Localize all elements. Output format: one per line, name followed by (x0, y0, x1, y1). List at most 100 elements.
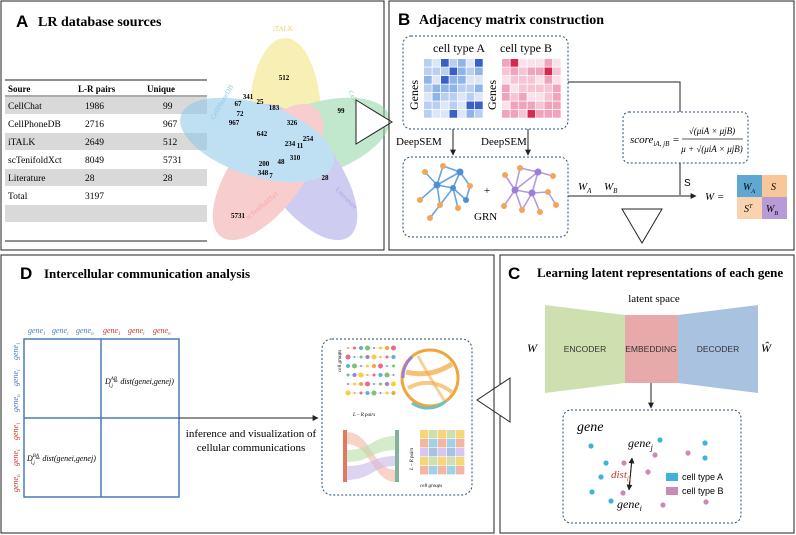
embedding-block (625, 315, 678, 383)
heat-cell (429, 439, 438, 448)
gene-point-type-b (703, 499, 709, 505)
score-denominator: μ + √(μiA × μjB) (680, 144, 742, 154)
heat-cell (424, 67, 432, 76)
heat-cell (502, 59, 510, 67)
legend-swatch-b (666, 487, 678, 495)
panel-b: B Adjacency matrix construction cell typ… (388, 0, 795, 251)
dot-mark (345, 390, 351, 396)
dot-mark (372, 373, 376, 377)
gene-point-type-a (657, 437, 663, 443)
legend-label-a: cell type A (682, 472, 723, 482)
heatmap-cell-type-b (502, 59, 561, 118)
panel-a-title: LR database sources (38, 15, 162, 30)
heat-cell (502, 84, 510, 93)
venn-count: 5731 (231, 212, 246, 220)
heat-cell (456, 430, 465, 439)
dot-mark (385, 346, 389, 350)
dot-mark (353, 392, 356, 394)
cell-groups-axis: cell groups (338, 350, 343, 372)
table-cell: 2716 (85, 120, 104, 130)
grn-box (402, 156, 569, 238)
heat-cell (475, 76, 483, 84)
table-cell: 28 (85, 174, 95, 184)
heat-cell (510, 67, 519, 76)
matrix-col-label: genen (153, 326, 171, 337)
heat-cell (502, 67, 510, 76)
heat-cell (553, 110, 561, 118)
heat-cell (544, 84, 553, 93)
gene-point-type-a (702, 455, 708, 461)
dot-mark (384, 372, 390, 378)
heat-cell (553, 84, 561, 93)
table-cell: 967 (163, 120, 178, 130)
row-bg (5, 133, 207, 150)
network-node (534, 168, 542, 176)
heat-cell (519, 93, 527, 101)
dot-mark (391, 381, 396, 387)
venn-count: 310 (290, 154, 301, 162)
panel-d-title: Intercellular communication analysis (44, 266, 250, 281)
dot-mark (385, 382, 389, 386)
heat-cell (458, 93, 466, 101)
table-cell: 5731 (163, 156, 182, 166)
table-cell: 8049 (85, 156, 104, 166)
heat-cell (420, 439, 429, 448)
matrix-row-label: genen (11, 474, 22, 492)
dot-mark (391, 345, 396, 351)
heat-cell (510, 93, 519, 101)
dot-mark (391, 355, 396, 359)
panel-c-title: Learning latent representations of each … (537, 265, 783, 280)
heat-cell (502, 76, 510, 84)
matrix-box (402, 35, 569, 130)
matrix-row-label: genei (11, 369, 22, 386)
heat-cell (544, 67, 553, 76)
network-edge (436, 171, 461, 186)
network-edge (419, 184, 438, 201)
dot-mark (359, 382, 363, 386)
s-label: S (684, 178, 691, 189)
gene-point-type-a (702, 440, 708, 446)
matrix-col-label: gene1 (103, 326, 121, 337)
row-bg (5, 205, 207, 222)
visualization-box (321, 338, 473, 496)
network-cell-type-b (501, 165, 559, 215)
dot-mark (345, 354, 351, 360)
heat-cell (456, 457, 465, 466)
network-edge (514, 171, 539, 191)
heat-cell (510, 84, 519, 93)
heat-cell (527, 93, 536, 101)
heat-cell (466, 101, 475, 110)
heat-cell (466, 59, 475, 67)
table-cell: scTenifoldXct (8, 155, 62, 166)
heat-cell (429, 430, 438, 439)
dot-mark (391, 391, 396, 395)
table-header: Unique (147, 84, 175, 94)
matrix-col-label: gene1 (28, 326, 46, 337)
sankey-diagram (343, 430, 399, 482)
heat-cell (466, 84, 475, 93)
dot-mark (353, 382, 356, 386)
heat-cell (458, 76, 466, 84)
venn-count: 183 (269, 104, 280, 112)
dot-mark (379, 392, 382, 394)
panel-a-letter: A (16, 12, 28, 31)
heat-cell (441, 84, 449, 93)
heat-cell (544, 110, 553, 118)
matrix-col-label: genei (128, 326, 145, 337)
grn-label: GRN (474, 211, 497, 223)
gene-point-type-a (598, 474, 604, 480)
heat-cell (456, 439, 465, 448)
table-cell: 512 (163, 138, 178, 148)
heat-cell (502, 110, 510, 118)
gene-i-label: genei (617, 497, 642, 513)
network-node (450, 185, 456, 191)
heat-cell (456, 448, 465, 457)
heat-cell (449, 93, 458, 101)
legend-label-b: cell type B (682, 486, 724, 496)
heat-cell (432, 84, 441, 93)
row-bg (5, 97, 207, 114)
wb-label: WB (604, 181, 618, 195)
arrow-b-to-c (621, 208, 663, 244)
dot-mark (352, 373, 357, 377)
